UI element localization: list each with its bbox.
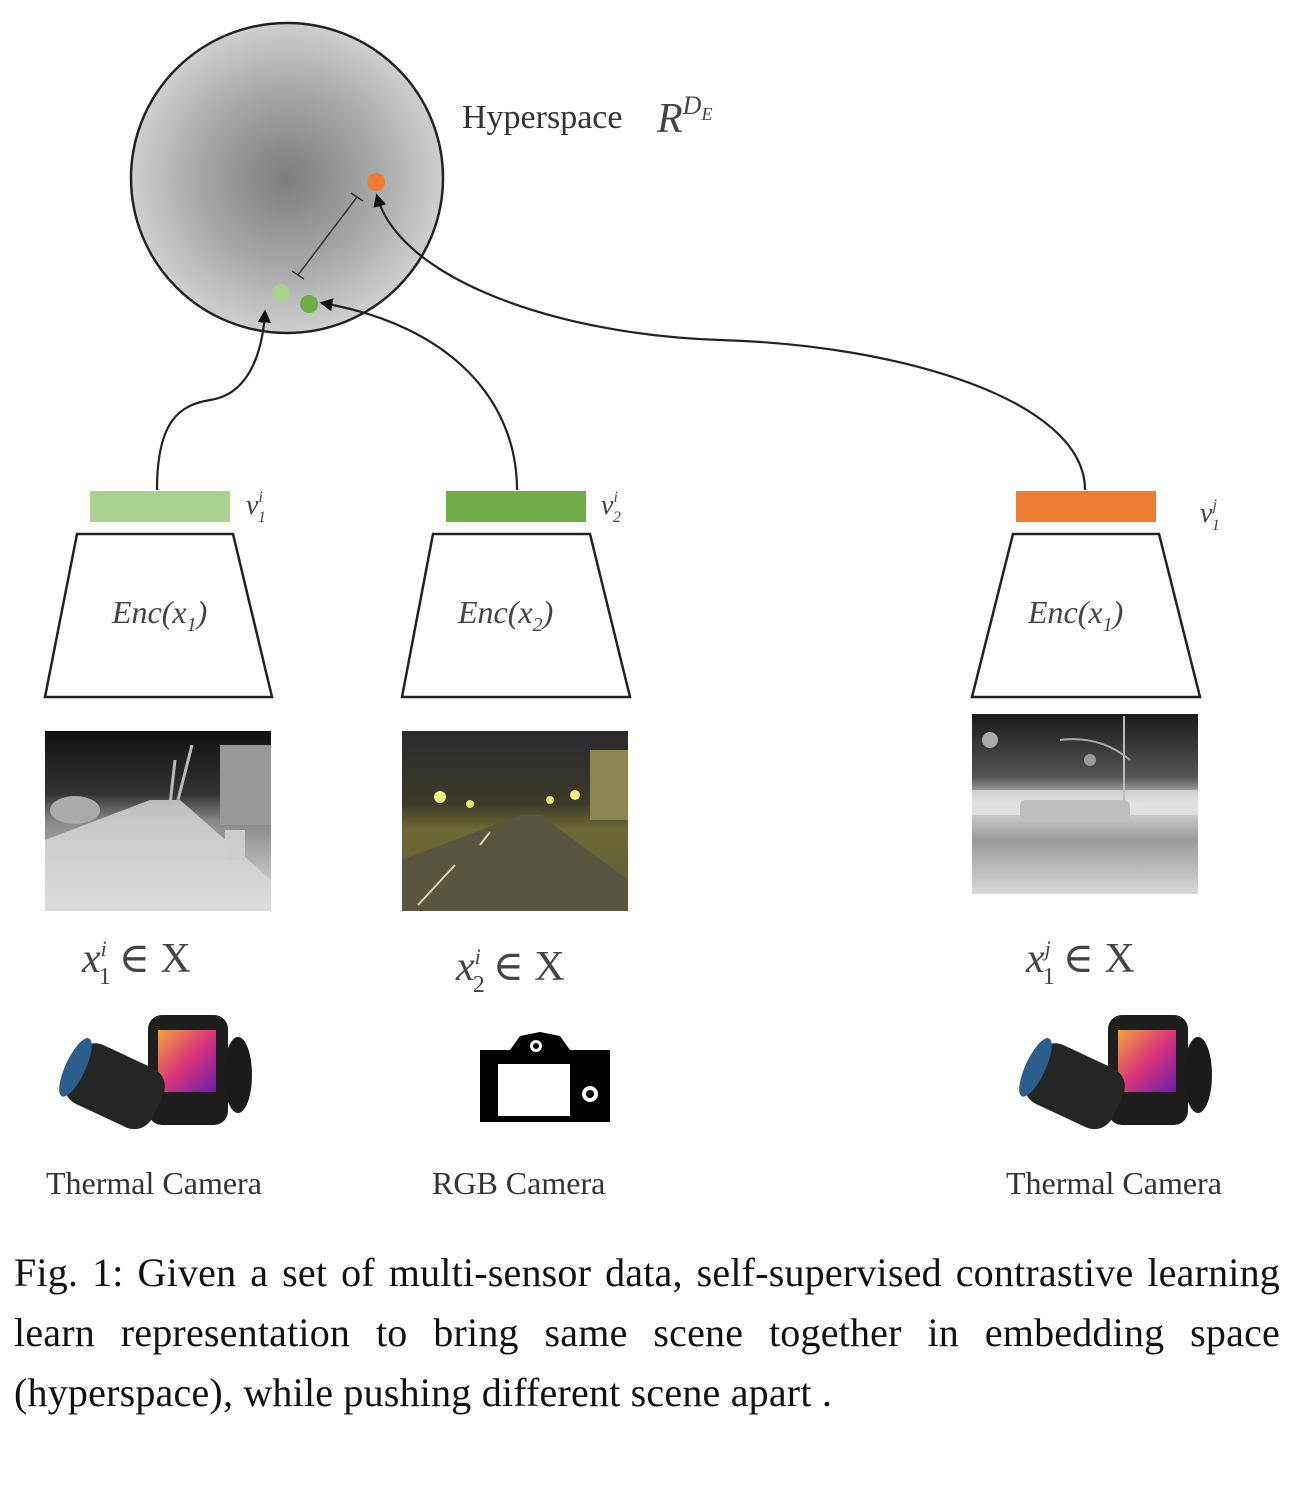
embedding-vector-v1-negative <box>1016 491 1156 522</box>
sensor-label-3: Thermal Camera <box>1006 1165 1222 1201</box>
sensor-label-2: RGB Camera <box>432 1165 605 1201</box>
embedding-point-thermal <box>272 284 290 302</box>
arrow-negative-to-hyperspace <box>373 193 1087 491</box>
embedding-point-negative <box>367 173 385 191</box>
encoder-2 <box>400 532 632 699</box>
encoder-3 <box>970 532 1202 699</box>
embedding-vector-v2 <box>446 491 586 522</box>
arrow-rgb-to-hyperspace <box>319 298 519 491</box>
thermal-intersection-image <box>972 714 1198 894</box>
thermal-camera-icon <box>59 1015 252 1130</box>
encoder-label-1: Enc(x1) <box>111 594 207 636</box>
encoder-1 <box>43 532 274 699</box>
encoder-label-3: Enc(x1) <box>1027 594 1123 636</box>
hyperspace-symbol: RDE <box>656 91 712 142</box>
encoder-label-2: Enc(x2) <box>457 594 553 636</box>
rgb-camera-icon <box>480 1032 610 1122</box>
thermal-camera-icon <box>1019 1015 1212 1130</box>
caption-text: Fig. 1: Given a set of multi-sensor data… <box>14 1250 1280 1415</box>
embedding-point-rgb <box>300 295 318 313</box>
sensor-label-1: Thermal Camera <box>46 1165 262 1201</box>
thermal-street-image <box>45 731 271 911</box>
hyperspace-label: Hyperspace <box>462 99 622 136</box>
embedding-vector-v1 <box>90 491 230 522</box>
arrow-thermal-to-hyperspace <box>155 309 271 491</box>
distance-marker <box>291 192 364 280</box>
hyperspace-sphere <box>129 21 445 335</box>
figure-caption: Fig. 1: Given a set of multi-sensor data… <box>14 1243 1280 1423</box>
rgb-night-street-image <box>402 731 628 911</box>
